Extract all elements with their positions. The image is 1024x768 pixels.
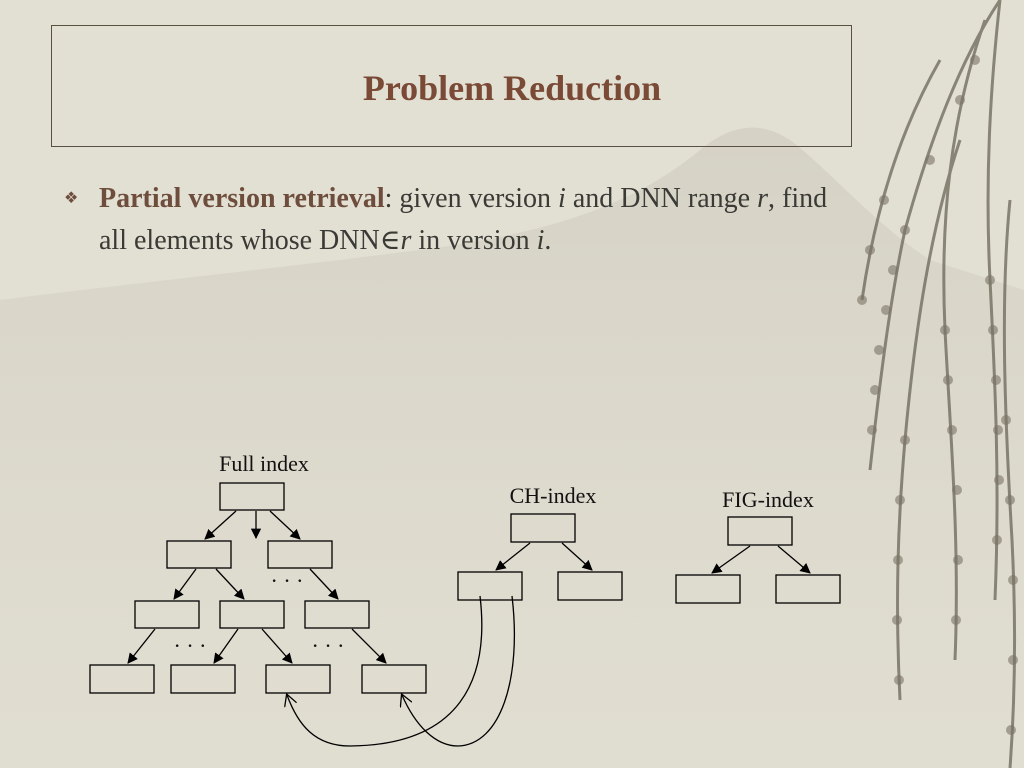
tree-edge	[127, 628, 156, 664]
ellipsis-mark: · · ·	[271, 568, 304, 593]
tree-edge	[777, 545, 811, 574]
tree-edge	[204, 510, 237, 540]
tree-edge	[561, 542, 593, 571]
bullet-text-part: and DNN range	[565, 183, 758, 214]
ch-index-root-node	[510, 513, 576, 543]
bullet-text-part: in version	[411, 225, 537, 256]
full-index-leaf-node	[265, 664, 331, 694]
bullet-term: Partial version retrieval	[99, 183, 385, 214]
variable-r: r	[757, 183, 768, 214]
slide-title: Problem Reduction	[362, 68, 662, 108]
fig-index-node	[675, 574, 741, 604]
full-index-leaf-node	[89, 664, 155, 694]
bullet-text-part: : given version	[384, 183, 559, 214]
tree-edge	[351, 628, 387, 664]
willow-leaves	[857, 55, 1018, 735]
bullet-text-part: , find all elements whose DNN	[99, 183, 828, 256]
pointer-curve	[287, 595, 483, 747]
tree-edge	[309, 568, 339, 600]
ellipsis-mark: · · ·	[312, 633, 345, 658]
full-index-node	[219, 600, 285, 629]
tree-edge	[269, 510, 301, 540]
ellipsis-mark: · · ·	[174, 633, 207, 658]
ch-index-node	[557, 571, 623, 601]
tree-edge	[213, 628, 239, 664]
full-index-node	[267, 540, 333, 569]
full-index-node	[134, 600, 200, 629]
ch-index-label: CH-index	[510, 483, 597, 508]
element-of-symbol: ∈	[379, 225, 401, 256]
bullet-text: Partial version retrieval: given version…	[99, 178, 839, 262]
fig-index-node	[775, 574, 841, 604]
fig-index-label: FIG-index	[722, 487, 814, 512]
ch-index-node	[457, 571, 523, 601]
tree-edge	[495, 542, 531, 571]
tree-edge	[711, 545, 751, 574]
full-index-leaf-node	[170, 664, 236, 694]
variable-i: i	[558, 183, 566, 214]
tree-edge	[261, 628, 293, 664]
bullet-text-part: .	[544, 225, 552, 256]
diamond-bullet-icon: ❖	[64, 188, 79, 207]
pointer-curve	[402, 595, 516, 747]
title-frame	[51, 25, 852, 147]
tree-edge	[215, 568, 245, 600]
tree-edge	[173, 568, 197, 600]
full-index-label: Full index	[219, 451, 309, 476]
mountain-silhouette	[0, 127, 1024, 768]
full-index-root-node	[219, 482, 285, 511]
variable-i: i	[536, 225, 545, 256]
variable-r: r	[400, 225, 412, 256]
fig-index-root-node	[727, 516, 793, 546]
full-index-leaf-node	[361, 664, 427, 694]
full-index-node	[304, 600, 370, 629]
full-index-node	[166, 540, 232, 569]
